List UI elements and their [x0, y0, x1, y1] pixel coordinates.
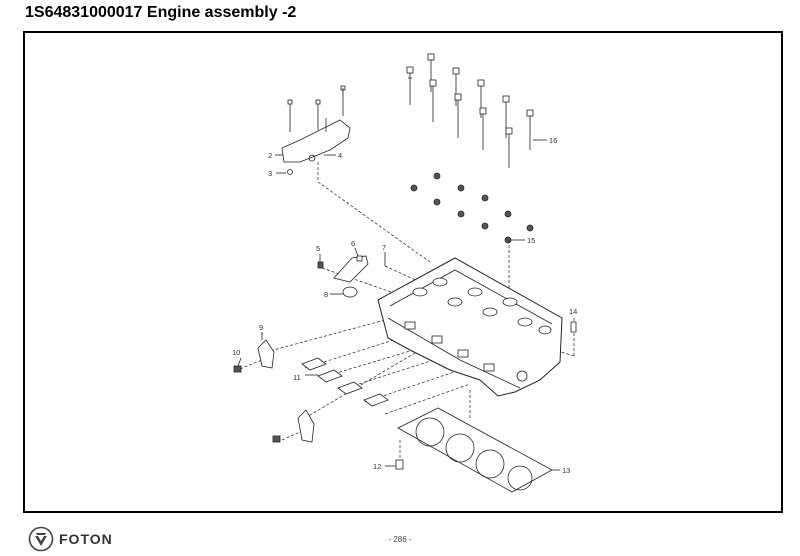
cylinder-head: [377, 257, 563, 397]
callout-8: 8: [324, 290, 328, 299]
bearing-cap-assembly: [275, 85, 351, 175]
callout-9: 9: [259, 323, 263, 332]
callout-2: 2: [268, 151, 272, 160]
callout-7: 7: [382, 243, 386, 252]
foton-logo: FOTON: [28, 526, 113, 552]
callout-15: 15: [527, 236, 535, 245]
callout-3: 3: [268, 169, 272, 178]
brand-name: FOTON: [59, 531, 113, 547]
document-title: 1S64831000017 Engine assembly -2: [25, 4, 297, 21]
bolt-washers: [410, 172, 534, 244]
callout-16: 16: [549, 136, 557, 145]
diagram-frame: [23, 31, 783, 513]
callout-6: 6: [351, 239, 355, 248]
callout-13: 13: [562, 466, 570, 475]
callout-labels: 2 3 4 5 6 7 8 9 10 11 12 13 14 15 16: [232, 136, 577, 475]
callout-12: 12: [373, 462, 381, 471]
foton-emblem-icon: [28, 526, 54, 552]
head-gasket: [397, 407, 560, 493]
callout-4: 4: [338, 151, 342, 160]
chain-guide-parts: [317, 247, 386, 298]
dowel-pins: [385, 321, 577, 470]
callout-14: 14: [569, 307, 577, 316]
callout-10: 10: [232, 348, 240, 357]
callout-5: 5: [316, 244, 320, 253]
rocker-arms: [301, 357, 389, 407]
page-number: - 286 -: [388, 535, 412, 544]
cylinder-head-bolts: [406, 53, 547, 168]
callout-11: 11: [293, 373, 301, 382]
retainer-plates: [233, 332, 315, 443]
